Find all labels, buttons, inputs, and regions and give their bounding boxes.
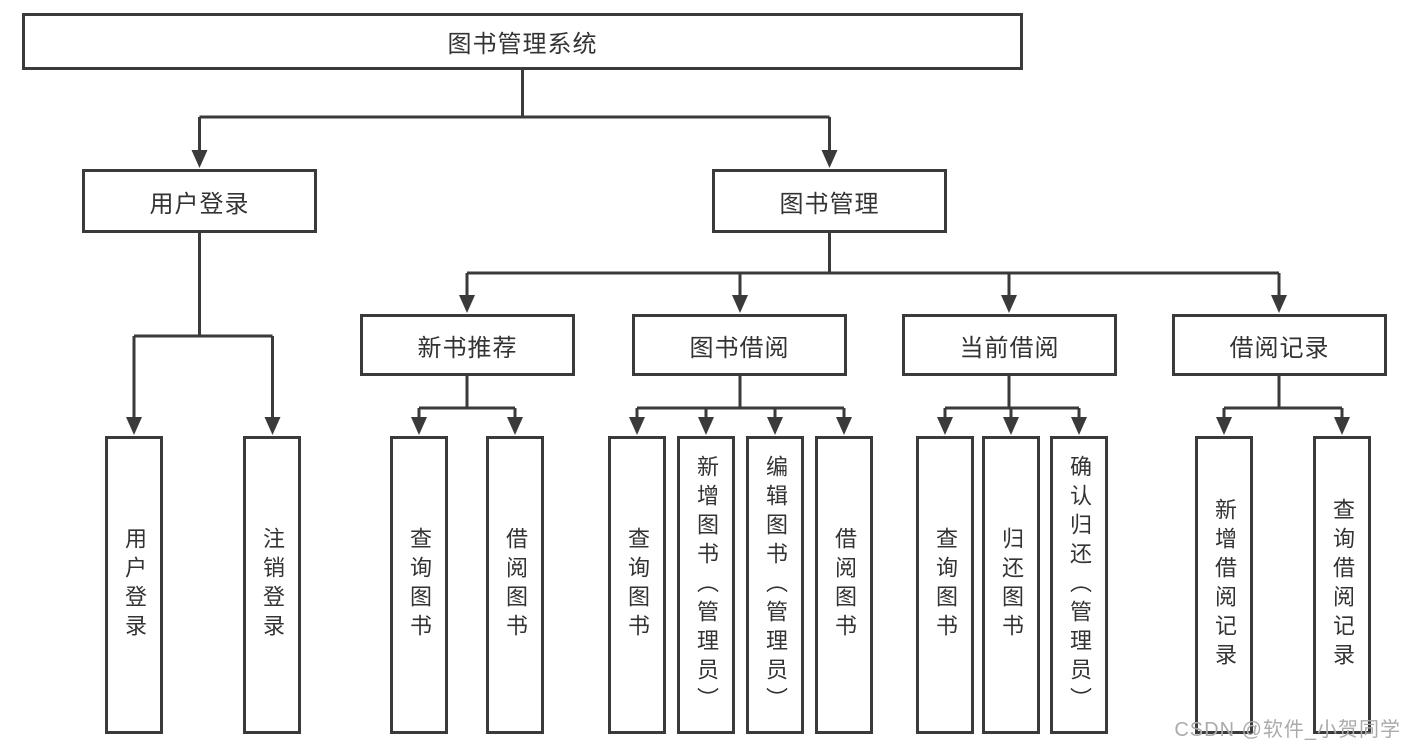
leaf-records-add-record: 新增借阅记录: [1195, 436, 1253, 734]
leaf-borrowing-edit-book-admin-label: 编辑图书（管理员）: [763, 454, 788, 716]
leaf-recommend-query-book: 查询图书: [390, 436, 448, 734]
leaf-borrowing-add-book-admin-label: 新增图书（管理员）: [694, 454, 719, 716]
leaf-recommend-borrow-book-label: 借阅图书: [503, 527, 528, 643]
leaf-current-query-book: 查询图书: [916, 436, 974, 734]
leaf-current-query-book-label: 查询图书: [933, 527, 958, 643]
node-new-book-recommendation: 新书推荐: [360, 314, 575, 376]
node-new-book-recommendation-label: 新书推荐: [417, 334, 518, 362]
leaf-current-confirm-return-admin: 确认归还（管理员）: [1050, 436, 1108, 734]
leaf-records-add-record-label: 新增借阅记录: [1212, 498, 1237, 672]
leaf-logout-label: 注销登录: [260, 527, 285, 643]
node-book-borrowing-label: 图书借阅: [689, 334, 790, 362]
node-book-management-label: 图书管理: [779, 190, 880, 218]
node-current-borrowing: 当前借阅: [902, 314, 1117, 376]
leaf-recommend-query-book-label: 查询图书: [407, 527, 432, 643]
node-book-borrowing: 图书借阅: [632, 314, 847, 376]
leaf-current-return-book: 归还图书: [982, 436, 1040, 734]
leaf-borrowing-borrow-book: 借阅图书: [815, 436, 873, 734]
node-user-login-label: 用户登录: [149, 190, 250, 218]
node-user-login: 用户登录: [82, 169, 317, 233]
node-current-borrowing-label: 当前借阅: [959, 334, 1060, 362]
leaf-records-query-record: 查询借阅记录: [1313, 436, 1371, 734]
leaf-borrowing-query-book: 查询图书: [608, 436, 666, 734]
node-root: 图书管理系统: [22, 13, 1023, 70]
leaf-user-login: 用户登录: [105, 436, 163, 734]
watermark: CSDN @软件_小贺同学: [1174, 719, 1401, 741]
leaf-recommend-borrow-book: 借阅图书: [486, 436, 544, 734]
leaf-borrowing-borrow-book-label: 借阅图书: [832, 527, 857, 643]
leaf-borrowing-add-book-admin: 新增图书（管理员）: [677, 436, 735, 734]
leaf-records-query-record-label: 查询借阅记录: [1330, 498, 1355, 672]
leaf-borrowing-edit-book-admin: 编辑图书（管理员）: [746, 436, 804, 734]
node-root-label: 图书管理系统: [447, 31, 598, 58]
leaf-logout: 注销登录: [243, 436, 301, 734]
leaf-user-login-label: 用户登录: [122, 527, 147, 643]
node-borrowing-records-label: 借阅记录: [1229, 334, 1330, 362]
leaf-current-return-book-label: 归还图书: [999, 527, 1024, 643]
leaf-current-confirm-return-admin-label: 确认归还（管理员）: [1067, 454, 1092, 716]
leaf-borrowing-query-book-label: 查询图书: [625, 527, 650, 643]
node-borrowing-records: 借阅记录: [1172, 314, 1387, 376]
node-book-management: 图书管理: [712, 169, 947, 233]
